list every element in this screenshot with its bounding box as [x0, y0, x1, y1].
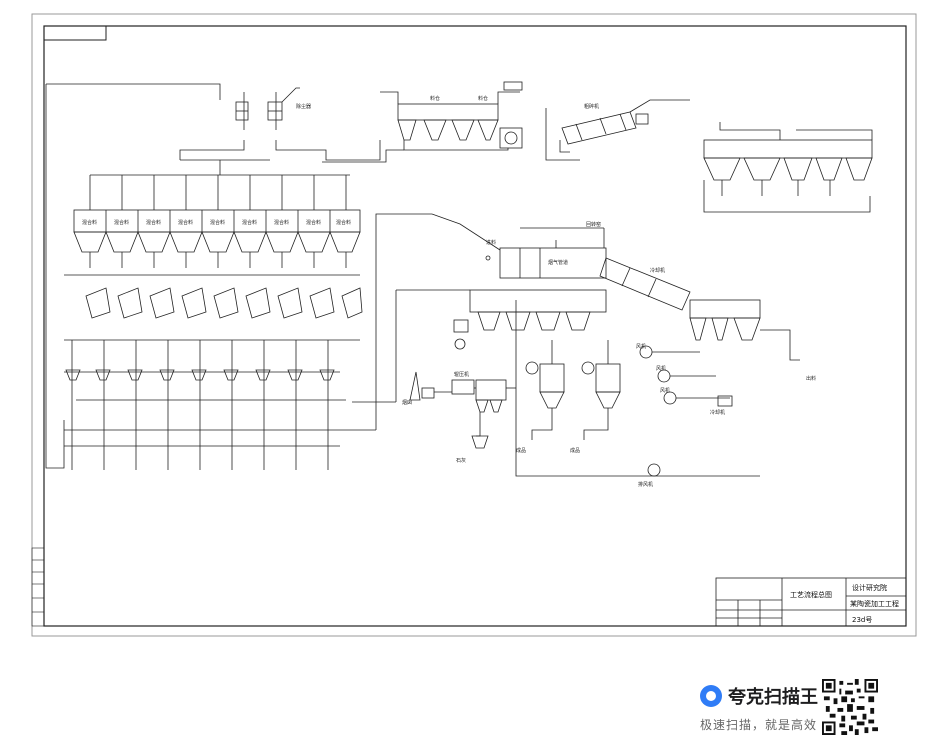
label-hopper-a: 料仓 — [430, 95, 440, 102]
label-cooler: 冷却机 — [710, 409, 725, 416]
label-product-b: 成品 — [570, 447, 580, 454]
mill-cluster — [409, 319, 516, 449]
sheet-inner-border — [43, 25, 907, 627]
title-block-institute: 设计研究院 — [852, 583, 887, 592]
fan-group — [639, 345, 733, 477]
title-block-drawing-title: 工艺流程总图 — [790, 590, 832, 599]
silo-label: 混合料 — [114, 219, 129, 226]
silo-row — [73, 175, 361, 253]
scanner-brand: 夸克扫描王 — [700, 683, 818, 709]
brand-slogan: 极速扫描，就是高效 — [700, 718, 818, 732]
top-crusher-unit — [235, 87, 300, 121]
collector-lines — [64, 213, 432, 470]
feeder-row — [64, 252, 363, 319]
sheet-outer-border — [31, 13, 917, 637]
hopper-group-top — [322, 81, 523, 163]
label-exhaust: 排风机 — [638, 481, 653, 488]
title-block-number: 23d号 — [852, 616, 872, 624]
silo-label: 混合料 — [210, 219, 225, 226]
label-upper-dust: 除尘器 — [296, 103, 311, 110]
label-feed: 进料 — [486, 239, 496, 246]
label-raw-mill: 粗碎机 — [584, 103, 599, 110]
label-fan-3: 风机 — [660, 387, 670, 394]
feed-conveyor — [352, 213, 501, 403]
label-gas-duct: 烟气管道 — [548, 259, 568, 266]
rotary-dryer-top — [545, 99, 690, 161]
brand-name: 夸克扫描王 — [728, 687, 818, 708]
silo-label: 混合料 — [178, 219, 193, 226]
label-kiln-outlet: 冷却机 — [650, 267, 665, 274]
silo-label: 混合料 — [242, 219, 257, 226]
silo-label: 混合料 — [82, 219, 97, 226]
left-revision-table — [31, 547, 45, 627]
qr-code-icon — [822, 679, 878, 735]
label-kiln-top: 回转窑 — [586, 221, 601, 228]
corner-stamp-box — [43, 25, 107, 41]
quark-logo-icon — [700, 685, 722, 707]
title-block-project: 某陶瓷加工工程 — [850, 599, 899, 608]
silo-labels: 混合料 混合料 混合料 混合料 混合料 混合料 混合料 混合料 混合料 — [82, 219, 351, 226]
silo-label: 混合料 — [274, 219, 289, 226]
label-fan-2: 风机 — [656, 365, 666, 372]
silo-label: 混合料 — [306, 219, 321, 226]
label-rolls: 辊压机 — [454, 371, 469, 378]
cyclone-group — [515, 300, 760, 477]
feed-header-lines — [45, 83, 381, 469]
silo-label: 混合料 — [146, 219, 161, 226]
label-outlet: 出料 — [806, 375, 816, 382]
kiln-system — [469, 227, 800, 361]
label-hopper-b: 料仓 — [478, 95, 488, 102]
label-fan-1: 风机 — [636, 343, 646, 350]
silo-label: 混合料 — [336, 219, 351, 226]
label-stack: 烟囱 — [402, 399, 412, 406]
label-product-a: 成品 — [516, 447, 526, 454]
title-block — [715, 577, 907, 627]
hopper-group-right — [703, 122, 873, 213]
label-lime: 石灰 — [456, 457, 466, 464]
